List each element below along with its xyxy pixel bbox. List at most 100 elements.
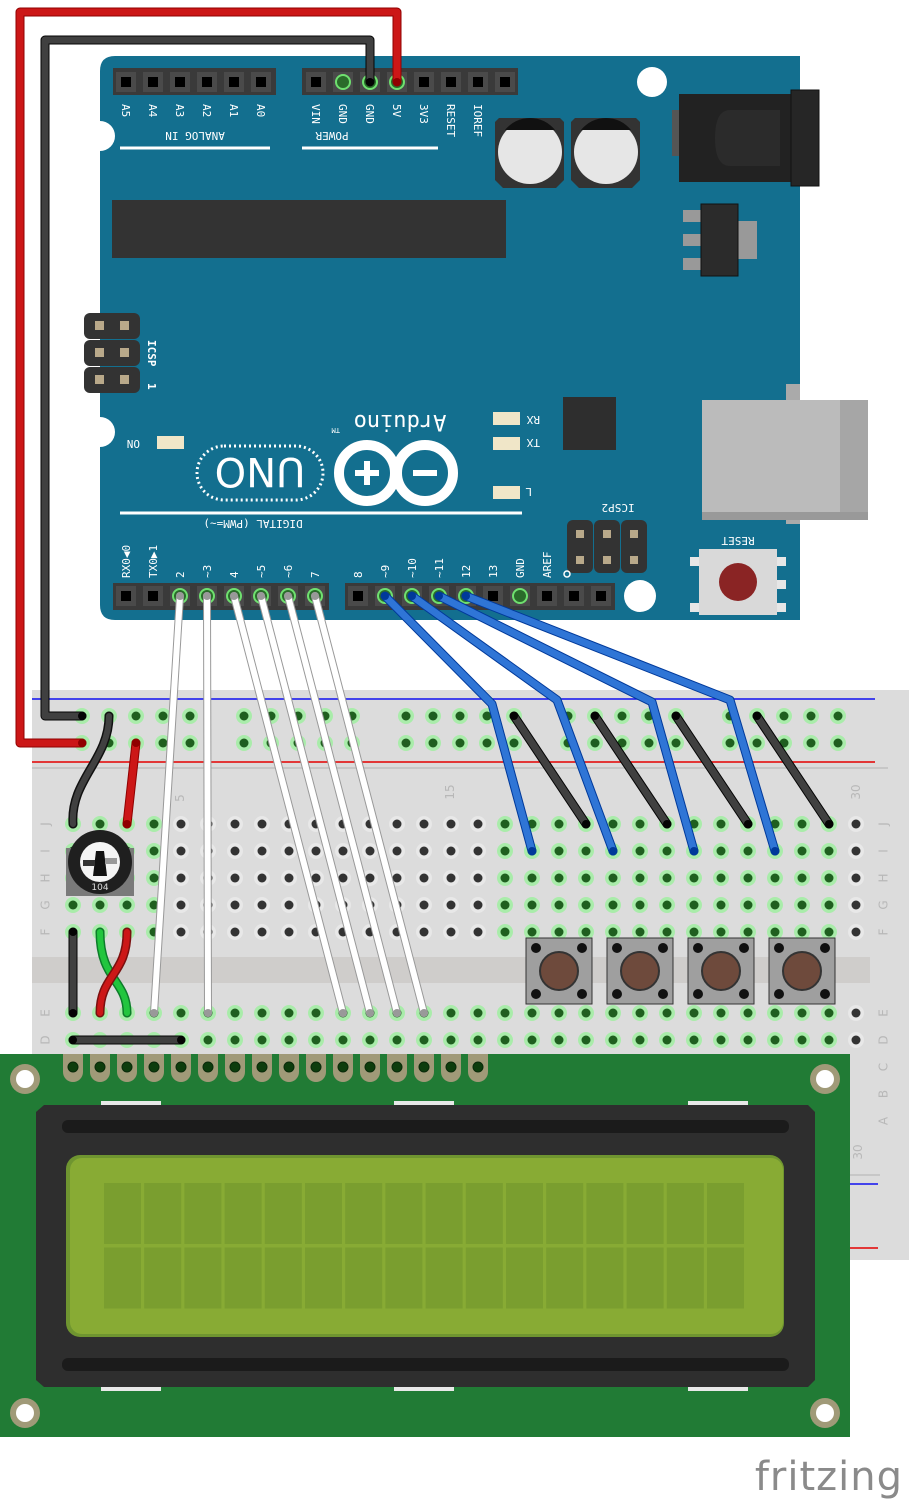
wire-lcd-data[interactable] [311, 592, 428, 1017]
breadboard-hole[interactable] [632, 897, 648, 913]
rail-hole[interactable] [830, 708, 846, 724]
breadboard-hole[interactable] [740, 1032, 756, 1048]
breadboard-hole[interactable] [713, 843, 729, 859]
rail-hole[interactable] [641, 735, 657, 751]
breadboard-hole[interactable] [632, 816, 648, 832]
breadboard-hole[interactable] [659, 897, 675, 913]
breadboard-hole[interactable] [686, 1005, 702, 1021]
breadboard-hole[interactable] [713, 924, 729, 940]
lcd-pin[interactable] [198, 1054, 218, 1082]
digital-pin[interactable] [510, 586, 530, 606]
rail-hole[interactable] [452, 708, 468, 724]
analog-pin[interactable] [143, 72, 163, 92]
breadboard-hole[interactable] [524, 1005, 540, 1021]
breadboard-hole[interactable] [389, 816, 405, 832]
power-pin[interactable] [441, 72, 461, 92]
breadboard-hole[interactable] [659, 843, 675, 859]
power-pin[interactable] [306, 72, 326, 92]
breadboard-hole[interactable] [254, 1005, 270, 1021]
breadboard-hole[interactable] [632, 1005, 648, 1021]
breadboard-hole[interactable] [605, 1032, 621, 1048]
breadboard-hole[interactable] [821, 897, 837, 913]
rail-hole[interactable] [830, 735, 846, 751]
breadboard-hole[interactable] [794, 816, 810, 832]
breadboard-hole[interactable] [740, 897, 756, 913]
breadboard-hole[interactable] [443, 843, 459, 859]
breadboard-hole[interactable] [578, 897, 594, 913]
rail-hole[interactable] [236, 708, 252, 724]
rail-hole[interactable] [398, 708, 414, 724]
breadboard-hole[interactable] [740, 843, 756, 859]
lcd-pin[interactable] [144, 1054, 164, 1082]
wire-button-signal[interactable] [434, 591, 699, 856]
breadboard-hole[interactable] [470, 924, 486, 940]
breadboard-hole[interactable] [443, 816, 459, 832]
breadboard-hole[interactable] [659, 870, 675, 886]
wire-button-gnd[interactable] [509, 711, 591, 829]
breadboard-hole[interactable] [848, 924, 864, 940]
breadboard-hole[interactable] [389, 843, 405, 859]
breadboard-hole[interactable] [848, 1005, 864, 1021]
breadboard-hole[interactable] [551, 870, 567, 886]
breadboard-hole[interactable] [443, 870, 459, 886]
breadboard-hole[interactable] [848, 843, 864, 859]
breadboard-hole[interactable] [605, 924, 621, 940]
breadboard-hole[interactable] [794, 897, 810, 913]
breadboard-hole[interactable] [173, 816, 189, 832]
breadboard-hole[interactable] [605, 897, 621, 913]
breadboard-hole[interactable] [551, 1005, 567, 1021]
breadboard-hole[interactable] [713, 870, 729, 886]
breadboard-hole[interactable] [848, 1032, 864, 1048]
rail-hole[interactable] [803, 708, 819, 724]
push-button[interactable] [768, 937, 836, 1005]
breadboard-hole[interactable] [767, 924, 783, 940]
breadboard-hole[interactable] [470, 1032, 486, 1048]
breadboard-hole[interactable] [227, 924, 243, 940]
rail-hole[interactable] [587, 735, 603, 751]
breadboard-hole[interactable] [578, 1005, 594, 1021]
analog-pin[interactable] [170, 72, 190, 92]
breadboard-hole[interactable] [794, 843, 810, 859]
breadboard-hole[interactable] [605, 1005, 621, 1021]
breadboard-hole[interactable] [524, 897, 540, 913]
lcd-pin[interactable] [441, 1054, 461, 1082]
lcd-pin[interactable] [171, 1054, 191, 1082]
breadboard-hole[interactable] [443, 1005, 459, 1021]
rail-hole[interactable] [506, 735, 522, 751]
wire-button-signal[interactable] [407, 591, 618, 856]
rail-hole[interactable] [398, 735, 414, 751]
rail-hole[interactable] [155, 708, 171, 724]
breadboard-hole[interactable] [551, 816, 567, 832]
rail-hole[interactable] [803, 735, 819, 751]
breadboard-hole[interactable] [524, 1032, 540, 1048]
breadboard-hole[interactable] [470, 897, 486, 913]
breadboard-hole[interactable] [848, 870, 864, 886]
breadboard-hole[interactable] [497, 843, 513, 859]
breadboard-hole[interactable] [119, 897, 135, 913]
push-button[interactable] [525, 937, 593, 1005]
breadboard-hole[interactable] [146, 843, 162, 859]
breadboard-hole[interactable] [497, 924, 513, 940]
breadboard-hole[interactable] [767, 897, 783, 913]
breadboard-hole[interactable] [227, 870, 243, 886]
breadboard-hole[interactable] [524, 924, 540, 940]
breadboard-hole[interactable] [254, 897, 270, 913]
lcd-pin[interactable] [117, 1054, 137, 1082]
power-pin[interactable] [333, 72, 353, 92]
breadboard-hole[interactable] [308, 1005, 324, 1021]
breadboard-hole[interactable] [551, 1032, 567, 1048]
breadboard-hole[interactable] [497, 1032, 513, 1048]
breadboard-hole[interactable] [848, 897, 864, 913]
breadboard-hole[interactable] [416, 870, 432, 886]
breadboard-hole[interactable] [632, 843, 648, 859]
power-pin[interactable] [495, 72, 515, 92]
breadboard-hole[interactable] [497, 816, 513, 832]
lcd-pin[interactable] [306, 1054, 326, 1082]
breadboard-hole[interactable] [794, 1032, 810, 1048]
breadboard-hole[interactable] [578, 870, 594, 886]
lcd-16x2[interactable] [0, 1054, 850, 1437]
lcd-pin[interactable] [387, 1054, 407, 1082]
breadboard-hole[interactable] [173, 870, 189, 886]
power-pin[interactable] [468, 72, 488, 92]
breadboard-hole[interactable] [470, 1005, 486, 1021]
